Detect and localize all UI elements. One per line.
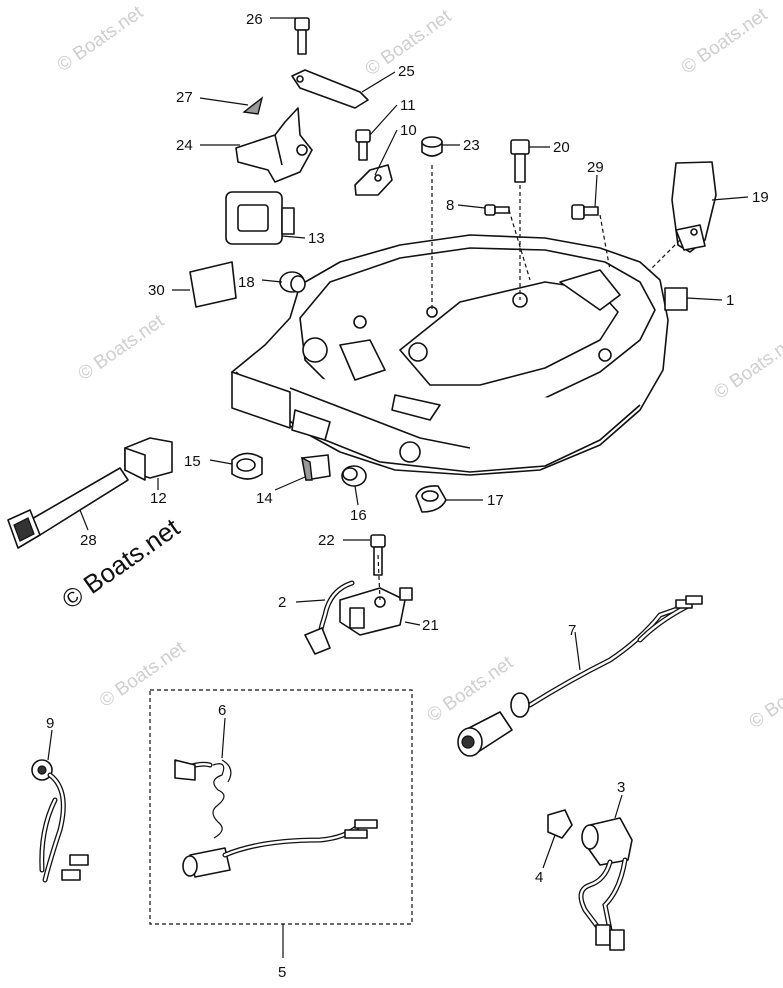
callout-16: 16 [350, 507, 367, 524]
part-25-bracket [291, 69, 369, 109]
part-29-screw [571, 204, 599, 220]
part-2-cable [304, 580, 355, 655]
part-20-bolt [510, 139, 530, 183]
part-4-clip [547, 809, 573, 839]
callout-5: 5 [278, 964, 286, 981]
callout-20: 20 [553, 139, 570, 156]
callout-labels: 26 25 27 11 10 24 23 20 29 19 8 13 30 18… [46, 11, 769, 981]
callout-18: 18 [238, 274, 255, 291]
part-13-seal [225, 191, 295, 245]
callout-10: 10 [400, 122, 417, 139]
callout-29: 29 [587, 159, 604, 176]
alignment-lines [377, 165, 681, 601]
watermark: © Boats.net [710, 329, 783, 404]
callout-9: 9 [46, 715, 54, 732]
part-24-bracket [235, 107, 313, 183]
part-17-grommet [415, 485, 447, 513]
part-1-bottom-cowl [231, 234, 688, 476]
callout-26: 26 [246, 11, 263, 28]
callout-13: 13 [308, 230, 325, 247]
watermark: © Boats.net [74, 310, 168, 385]
callout-6: 6 [218, 702, 226, 719]
watermark: © Boats.net [54, 1, 148, 76]
callout-12: 12 [150, 490, 167, 507]
part-3-harness [578, 817, 633, 951]
callout-2: 2 [278, 594, 286, 611]
watermark: © Boats.net [423, 652, 517, 727]
part-5-kit-box [149, 689, 413, 925]
part-12-cap [124, 437, 173, 481]
callout-27: 27 [176, 89, 193, 106]
part-19-latch [671, 161, 717, 253]
callout-22: 22 [318, 532, 335, 549]
callout-1: 1 [726, 292, 734, 309]
callout-11: 11 [400, 97, 416, 114]
callout-17: 17 [487, 492, 504, 509]
part-7-harness [457, 595, 703, 757]
callout-15: 15 [184, 453, 201, 470]
part-22-bolt [370, 534, 386, 576]
part-28-handle [7, 467, 129, 549]
callout-24: 24 [176, 137, 193, 154]
callout-19: 19 [752, 189, 769, 206]
callout-8: 8 [446, 197, 454, 214]
callout-25: 25 [398, 63, 415, 80]
watermark-large: © Boats.net [56, 512, 185, 615]
callout-7: 7 [568, 622, 576, 639]
part-30-plate [189, 261, 237, 308]
part-9-harness [31, 759, 89, 883]
part-6-lanyard [174, 759, 378, 878]
part-8-screw [484, 204, 510, 216]
watermark: © Boats.net [745, 658, 783, 733]
part-18-grommet [279, 271, 306, 293]
part-14-clip [301, 454, 331, 481]
part-26-bolt [294, 17, 310, 55]
watermark: © Boats.net [678, 4, 772, 79]
callout-28: 28 [80, 532, 97, 549]
watermark: © Boats.net [96, 637, 190, 712]
part-10-bracket [354, 164, 393, 196]
callout-3: 3 [617, 779, 625, 796]
callout-23: 23 [463, 137, 480, 154]
leader-lines [47, 17, 749, 958]
part-27-clip [242, 96, 264, 115]
part-11-screw [355, 129, 371, 161]
part-21-switch [339, 587, 413, 636]
callout-30: 30 [148, 282, 165, 299]
callout-14: 14 [256, 490, 273, 507]
callout-4: 4 [535, 869, 543, 886]
part-15-grommet [231, 452, 263, 480]
part-16-plug [341, 465, 367, 487]
callout-21: 21 [422, 617, 439, 634]
part-23-grommet [421, 136, 443, 157]
